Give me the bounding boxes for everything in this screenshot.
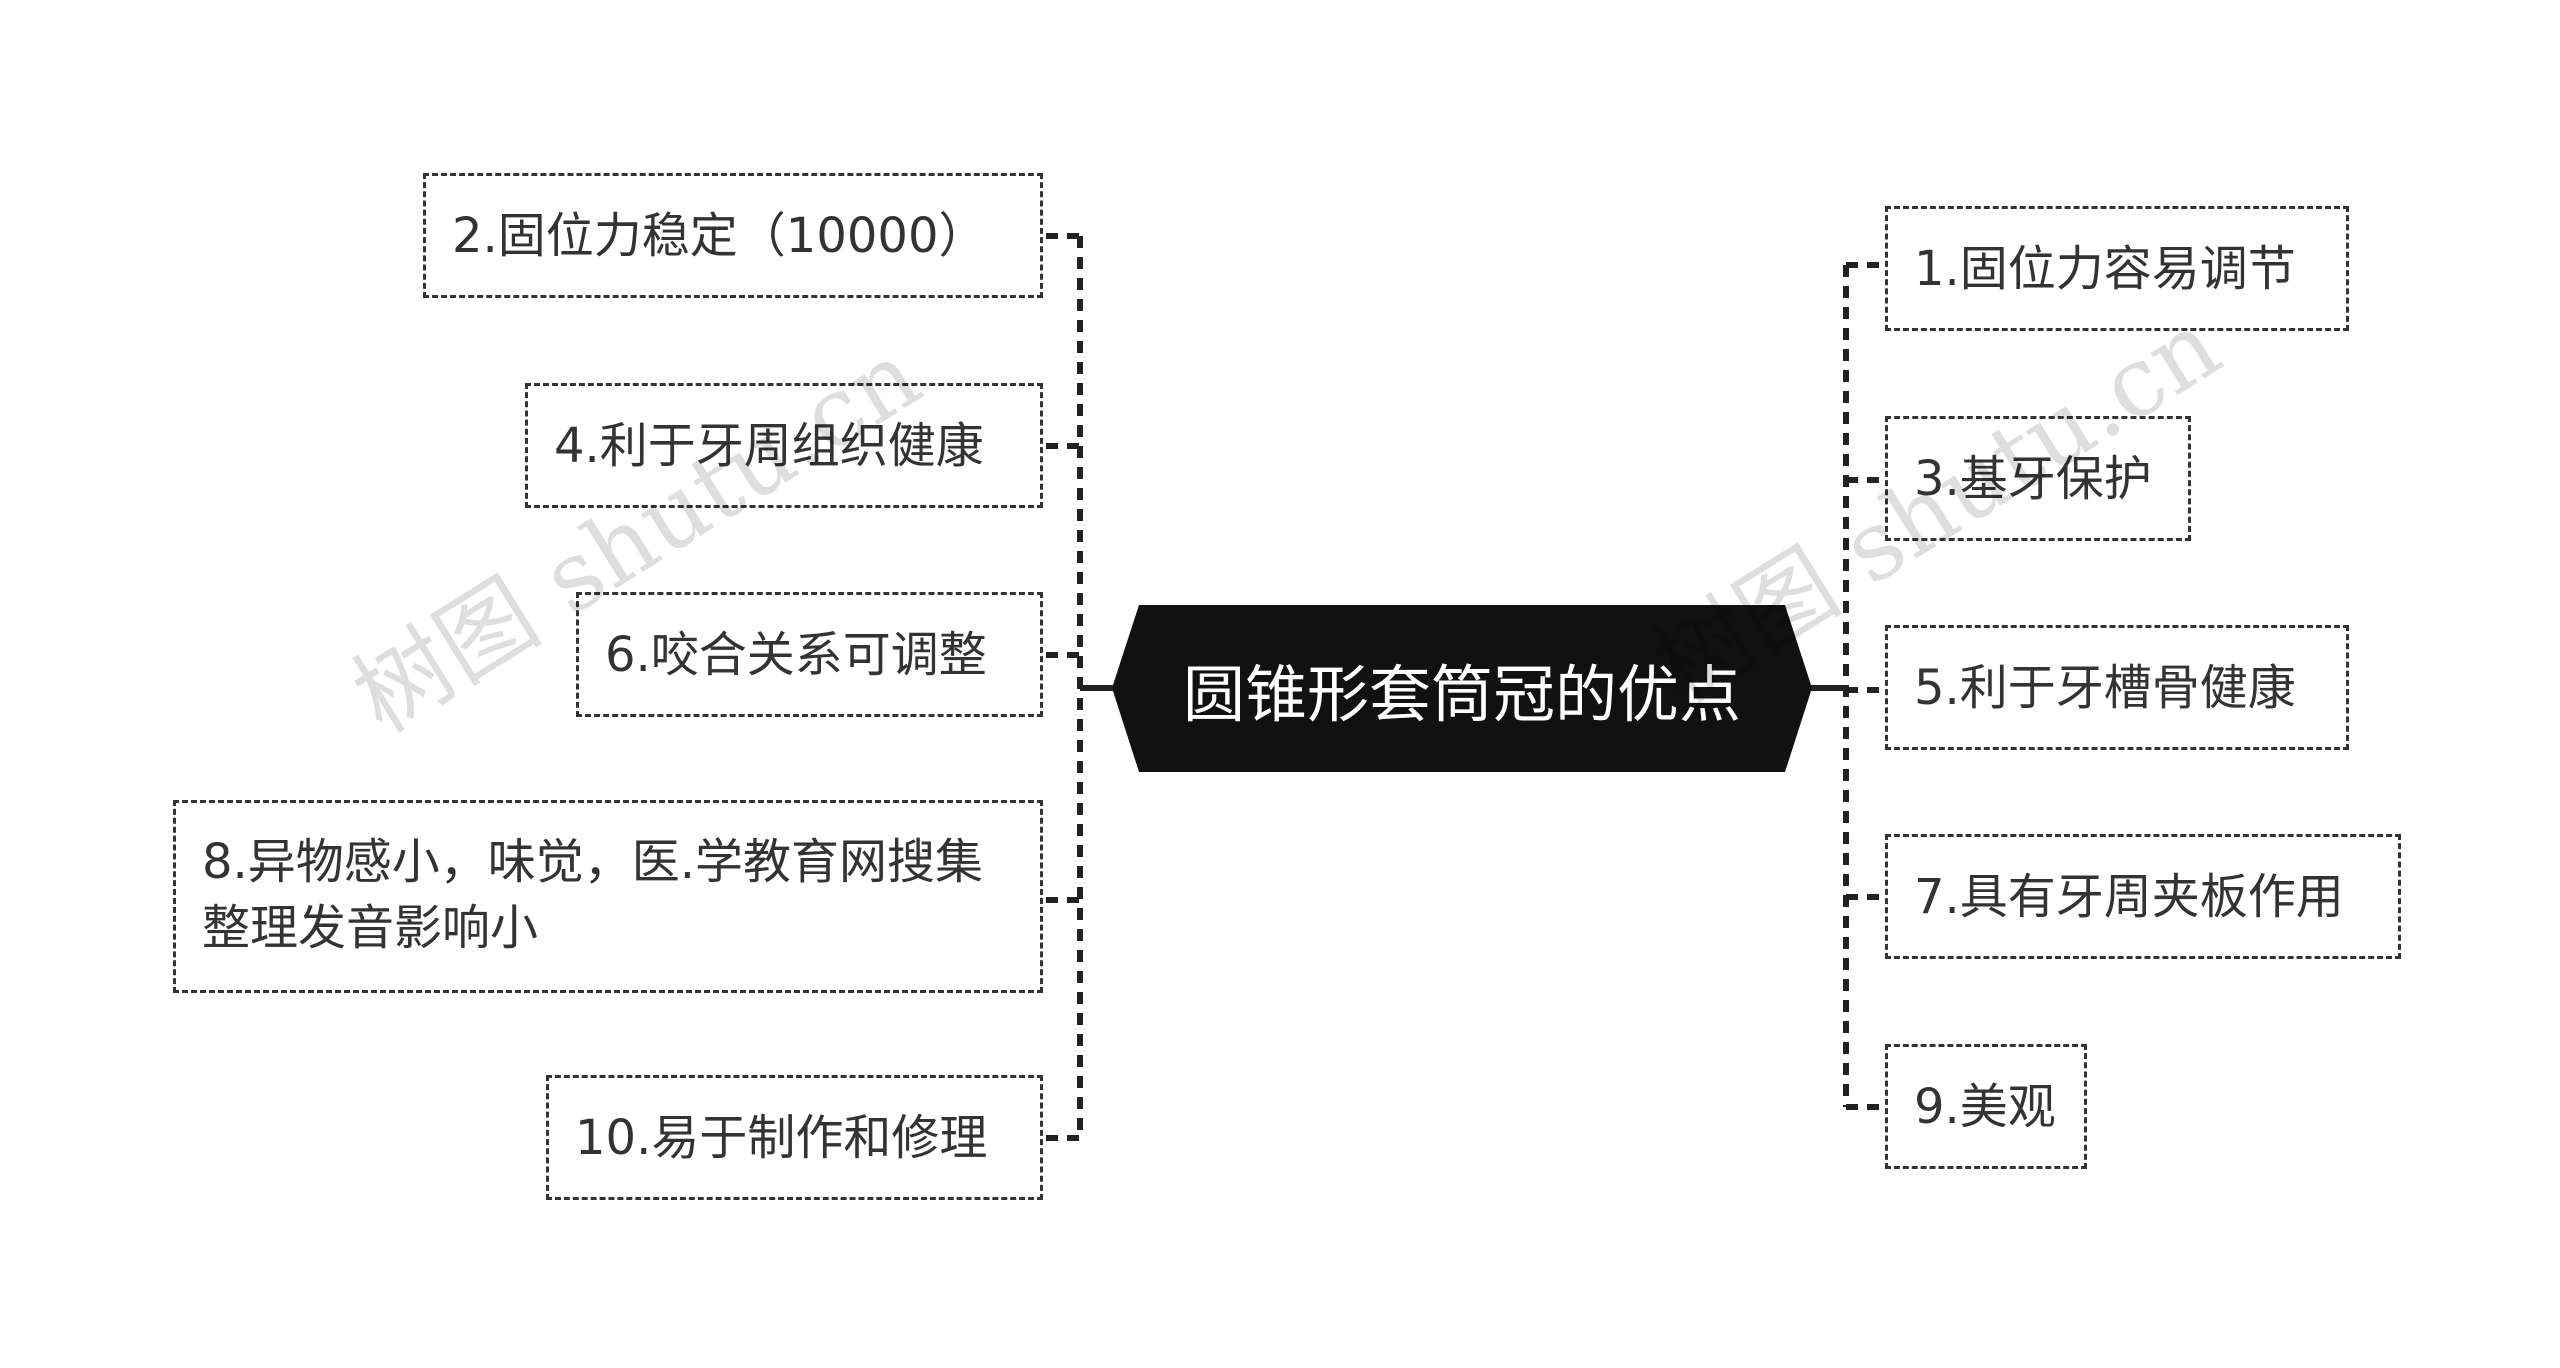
left-node-5[interactable]: 10.易于制作和修理 xyxy=(546,1075,1043,1200)
left-node-4[interactable]: 8.异物感小，味觉，医.学教育网搜集整理发音影响小 xyxy=(173,800,1043,993)
right-node-3-label: 5.利于牙槽骨健康 xyxy=(1914,659,2296,716)
left-node-1-label: 2.固位力稳定（10000） xyxy=(452,207,987,264)
left-node-3[interactable]: 6.咬合关系可调整 xyxy=(576,592,1043,717)
right-node-4-label: 7.具有牙周夹板作用 xyxy=(1914,868,2344,925)
right-node-2-label: 3.基牙保护 xyxy=(1914,450,2152,507)
right-node-3[interactable]: 5.利于牙槽骨健康 xyxy=(1885,625,2349,750)
left-node-1[interactable]: 2.固位力稳定（10000） xyxy=(423,173,1043,298)
central-topic-label: 圆锥形套筒冠的优点 xyxy=(1182,657,1741,731)
right-node-2[interactable]: 3.基牙保护 xyxy=(1885,416,2191,541)
left-node-2-label: 4.利于牙周组织健康 xyxy=(554,417,984,474)
left-node-3-label: 6.咬合关系可调整 xyxy=(605,626,987,683)
left-node-4-label: 8.异物感小，味觉，医.学教育网搜集整理发音影响小 xyxy=(202,834,984,956)
right-node-5-label: 9.美观 xyxy=(1914,1078,2056,1135)
right-node-1[interactable]: 1.固位力容易调节 xyxy=(1885,206,2349,331)
left-node-2[interactable]: 4.利于牙周组织健康 xyxy=(525,383,1043,508)
right-node-5[interactable]: 9.美观 xyxy=(1885,1044,2087,1169)
right-node-1-label: 1.固位力容易调节 xyxy=(1914,240,2296,297)
right-node-4[interactable]: 7.具有牙周夹板作用 xyxy=(1885,834,2401,959)
central-topic-shape xyxy=(1112,605,1812,772)
central-topic[interactable]: 圆锥形套筒冠的优点 xyxy=(1112,605,1812,772)
left-node-5-label: 10.易于制作和修理 xyxy=(575,1109,988,1166)
